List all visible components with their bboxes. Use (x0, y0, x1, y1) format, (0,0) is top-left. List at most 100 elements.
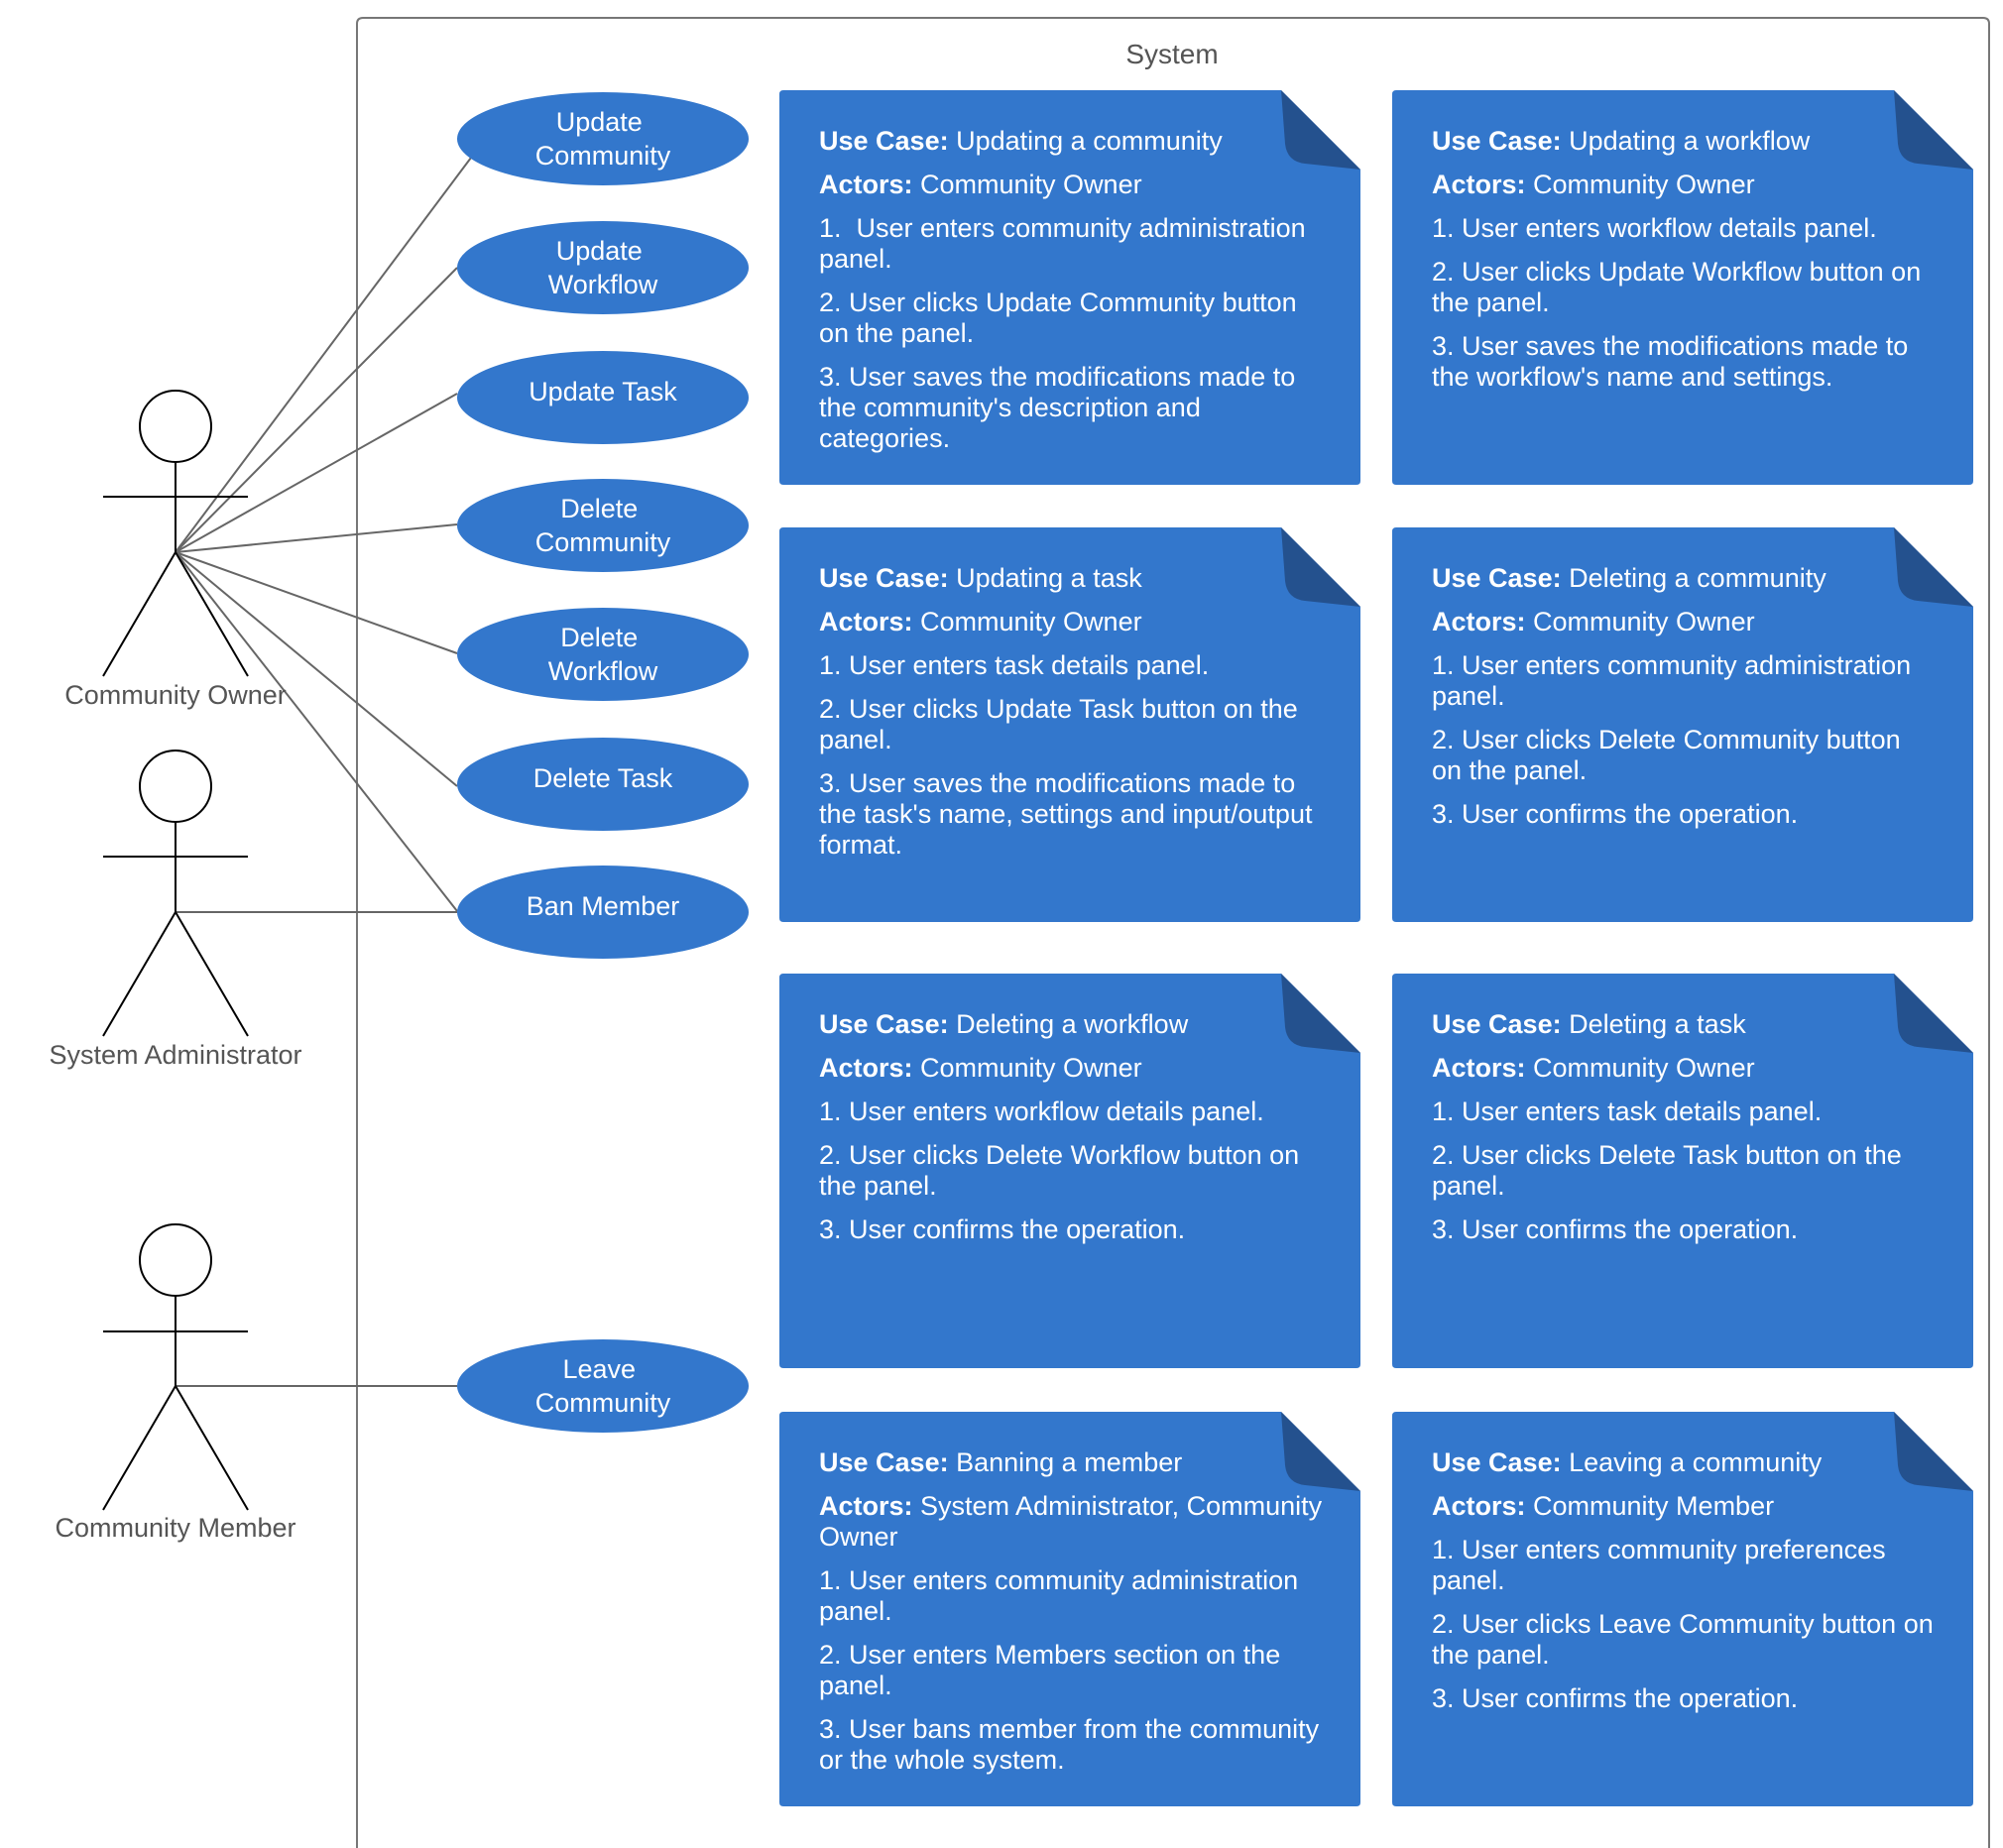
svg-text:Leave Community: Leave Community (535, 1354, 671, 1418)
association-owner-update-task (175, 393, 458, 553)
note-fold (1894, 974, 1973, 1053)
note-body (1392, 527, 1973, 922)
note-use-case-value: Deleting a task (1569, 1009, 1746, 1039)
note-shape (1392, 974, 1973, 1368)
use-case-heading: Use Case: (1432, 126, 1562, 156)
actor-head (139, 390, 212, 463)
use-case-update-community[interactable]: Update Community (457, 92, 749, 185)
note-fold (1281, 90, 1360, 170)
note-steps: 1. User enters community preferences pan… (1432, 1535, 1936, 1714)
actors-heading: Actors: (1432, 1053, 1526, 1083)
note-steps: 1. User enters community administration … (1432, 650, 1936, 830)
note-fold (1894, 90, 1973, 170)
note-actors-line: Actors: System Administrator, Community … (819, 1491, 1323, 1553)
note-use-case-value: Updating a workflow (1569, 126, 1811, 156)
note-actors-value: Community Owner (920, 170, 1142, 199)
note-step: 1. User enters task details panel. (819, 650, 1210, 680)
use-case-heading: Use Case: (819, 1009, 949, 1039)
note-actors-line: Actors: Community Owner (1432, 1053, 1936, 1084)
note-step: 3. User saves the modifications made to … (819, 362, 1303, 453)
use-case-heading: Use Case: (1432, 1009, 1562, 1039)
actors-heading: Actors: (819, 607, 913, 636)
use-case-update-task[interactable]: Update Task (457, 351, 749, 444)
use-case-delete-community[interactable]: Delete Community (457, 479, 749, 572)
note-body (1392, 1412, 1973, 1806)
association-owner-delete-task (175, 551, 458, 787)
use-case-delete-workflow[interactable]: Delete Workflow (457, 608, 749, 701)
note-steps: 1. User enters task details panel.2. Use… (819, 650, 1323, 861)
use-case-label: Leave (562, 1354, 636, 1384)
note-use-case-line: Use Case: Updating a community (819, 126, 1323, 157)
note-step: 2. User clicks Update Workflow button on… (1432, 257, 1929, 317)
association-lines (175, 153, 475, 1387)
note-step: 1. User enters workflow details panel. (819, 1097, 1264, 1126)
note-use-case-line: Use Case: Banning a member (819, 1447, 1323, 1478)
actor-right-leg (175, 911, 249, 1037)
use-case-label: Workflow (548, 656, 658, 686)
note-use-case-value: Updating a task (956, 563, 1142, 593)
use-case-delete-task[interactable]: Delete Task (457, 738, 749, 831)
note-shape (779, 1412, 1360, 1806)
actor-community-member (102, 1223, 249, 1511)
note-actors-value: Community Owner (1533, 1053, 1755, 1083)
use-case-label: Workflow (548, 270, 658, 299)
actors-heading: Actors: (1432, 607, 1526, 636)
actor-right-leg (175, 551, 249, 677)
note-use-case-line: Use Case: Deleting a community (1432, 563, 1936, 594)
note-actors-line: Actors: Community Owner (1432, 607, 1936, 637)
note-actors-line: Actors: Community Member (1432, 1491, 1936, 1522)
note-use-case-line: Use Case: Deleting a workflow (819, 1009, 1323, 1040)
use-case-label: Update (556, 107, 643, 137)
actor-right-leg (175, 1385, 249, 1511)
note-use-case-value: Leaving a community (1569, 1447, 1823, 1477)
use-case-ban-member[interactable]: Ban Member (457, 866, 749, 959)
association-owner-ban-member (175, 551, 458, 912)
note-body (1392, 974, 1973, 1368)
use-case-heading: Use Case: (819, 563, 949, 593)
note-body (779, 90, 1360, 485)
note-actors-value: Community Owner (920, 607, 1142, 636)
note-actors-value: Community Owner (1533, 607, 1755, 636)
use-case-note-4: Use Case: Deleting a community Actors: C… (1392, 527, 1973, 922)
system-title: System (1125, 39, 1218, 69)
note-fold (1894, 527, 1973, 607)
note-body (779, 527, 1360, 922)
note-step: 3. User confirms the operation. (819, 1214, 1186, 1244)
note-actors-value: Community Owner (1533, 170, 1755, 199)
system-boundary (356, 17, 1990, 1848)
note-step: 1. User enters community preferences pan… (1432, 1535, 1894, 1595)
note-use-case-line: Use Case: Updating a workflow (1432, 126, 1936, 157)
use-case-label: Community (535, 141, 671, 171)
actors-heading: Actors: (1432, 1491, 1526, 1521)
note-shape (1392, 90, 1973, 485)
note-fold (1281, 974, 1360, 1053)
note-shape (779, 527, 1360, 922)
use-case-leave-community[interactable]: Leave Community (457, 1339, 749, 1433)
note-actors-value: System Administrator, Community Owner (819, 1491, 1323, 1552)
note-shape (779, 974, 1360, 1368)
note-step: 1. User enters task details panel. (1432, 1097, 1823, 1126)
note-actors-line: Actors: Community Owner (819, 1053, 1323, 1084)
svg-text:Update Community: Update Community (535, 107, 671, 171)
use-case-heading: Use Case: (819, 126, 949, 156)
actors-heading: Actors: (1432, 170, 1526, 199)
note-use-case-line: Use Case: Leaving a community (1432, 1447, 1936, 1478)
use-case-label: Delete (560, 623, 638, 652)
actor-system-administrator (102, 750, 249, 1037)
use-case-update-workflow[interactable]: Update Workflow (457, 221, 749, 314)
use-case-note-6: Use Case: Deleting a task Actors: Commun… (1392, 974, 1973, 1368)
note-fold (1281, 1412, 1360, 1491)
note-step: 3. User saves the modifications made to … (1432, 331, 1916, 392)
note-steps: 1. User enters workflow details panel.2.… (1432, 213, 1936, 393)
note-steps: 1. User enters workflow details panel.2.… (819, 1097, 1323, 1245)
association-owner-update-community (175, 153, 475, 553)
note-actors-line: Actors: Community Owner (1432, 170, 1936, 200)
svg-text:Delete Workflow: Delete Workflow (548, 623, 658, 686)
note-step: 3. User confirms the operation. (1432, 1214, 1799, 1244)
use-case-note-1: Use Case: Updating a community Actors: C… (779, 90, 1360, 485)
note-shape (779, 90, 1360, 485)
note-step: 2. User clicks Leave Community button on… (1432, 1609, 1934, 1670)
actor-left-leg (102, 1385, 177, 1511)
actor-left-leg (102, 551, 177, 677)
